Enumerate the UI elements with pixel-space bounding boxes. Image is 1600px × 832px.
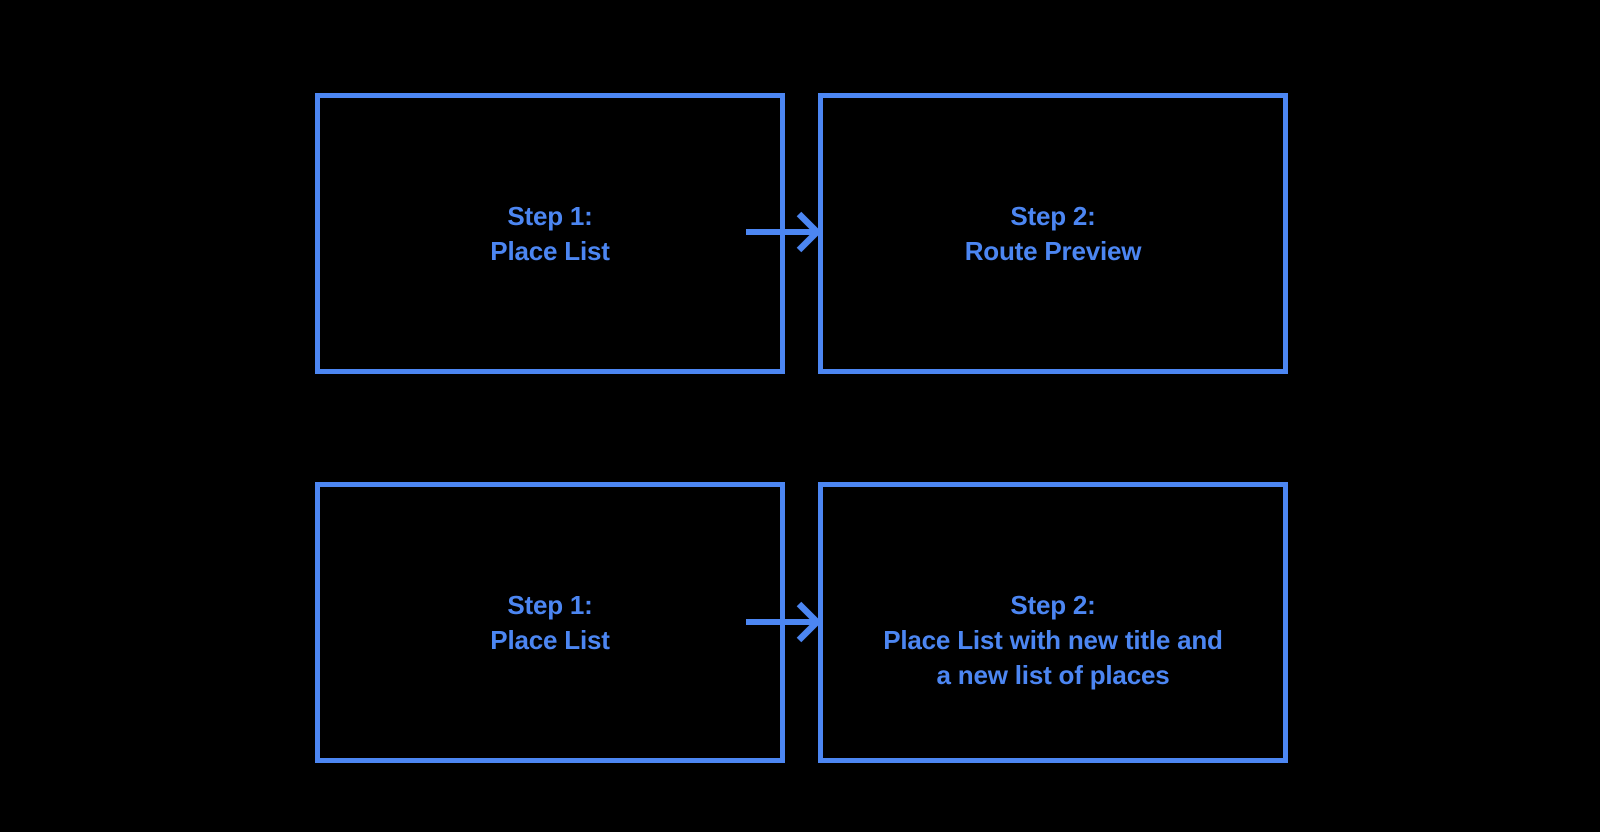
- arrow-right-icon: [746, 601, 822, 643]
- flow-box-step1-row1: Step 1: Place List: [315, 93, 785, 374]
- box-label-line: a new list of places: [936, 660, 1170, 690]
- box-label-line: Step 2:: [1010, 590, 1096, 620]
- flow-box-step1-row2: Step 1: Place List: [315, 482, 785, 763]
- box-label: Step 2: Route Preview: [823, 199, 1283, 269]
- box-label-line: Step 2:: [1010, 201, 1096, 231]
- box-label: Step 1: Place List: [320, 588, 780, 658]
- box-label-line: Place List: [490, 236, 610, 266]
- arrow-right-icon: [746, 211, 822, 253]
- flow-box-step2-row1: Step 2: Route Preview: [818, 93, 1288, 374]
- box-label: Step 1: Place List: [320, 199, 780, 269]
- box-label-line: Step 1:: [507, 201, 593, 231]
- box-label-line: Step 1:: [507, 590, 593, 620]
- box-label: Step 2: Place List with new title and a …: [823, 588, 1283, 693]
- box-label-line: Place List with new title and: [883, 625, 1223, 655]
- box-label-line: Route Preview: [964, 236, 1142, 266]
- box-label-line: Place List: [490, 625, 610, 655]
- flow-box-step2-row2: Step 2: Place List with new title and a …: [818, 482, 1288, 763]
